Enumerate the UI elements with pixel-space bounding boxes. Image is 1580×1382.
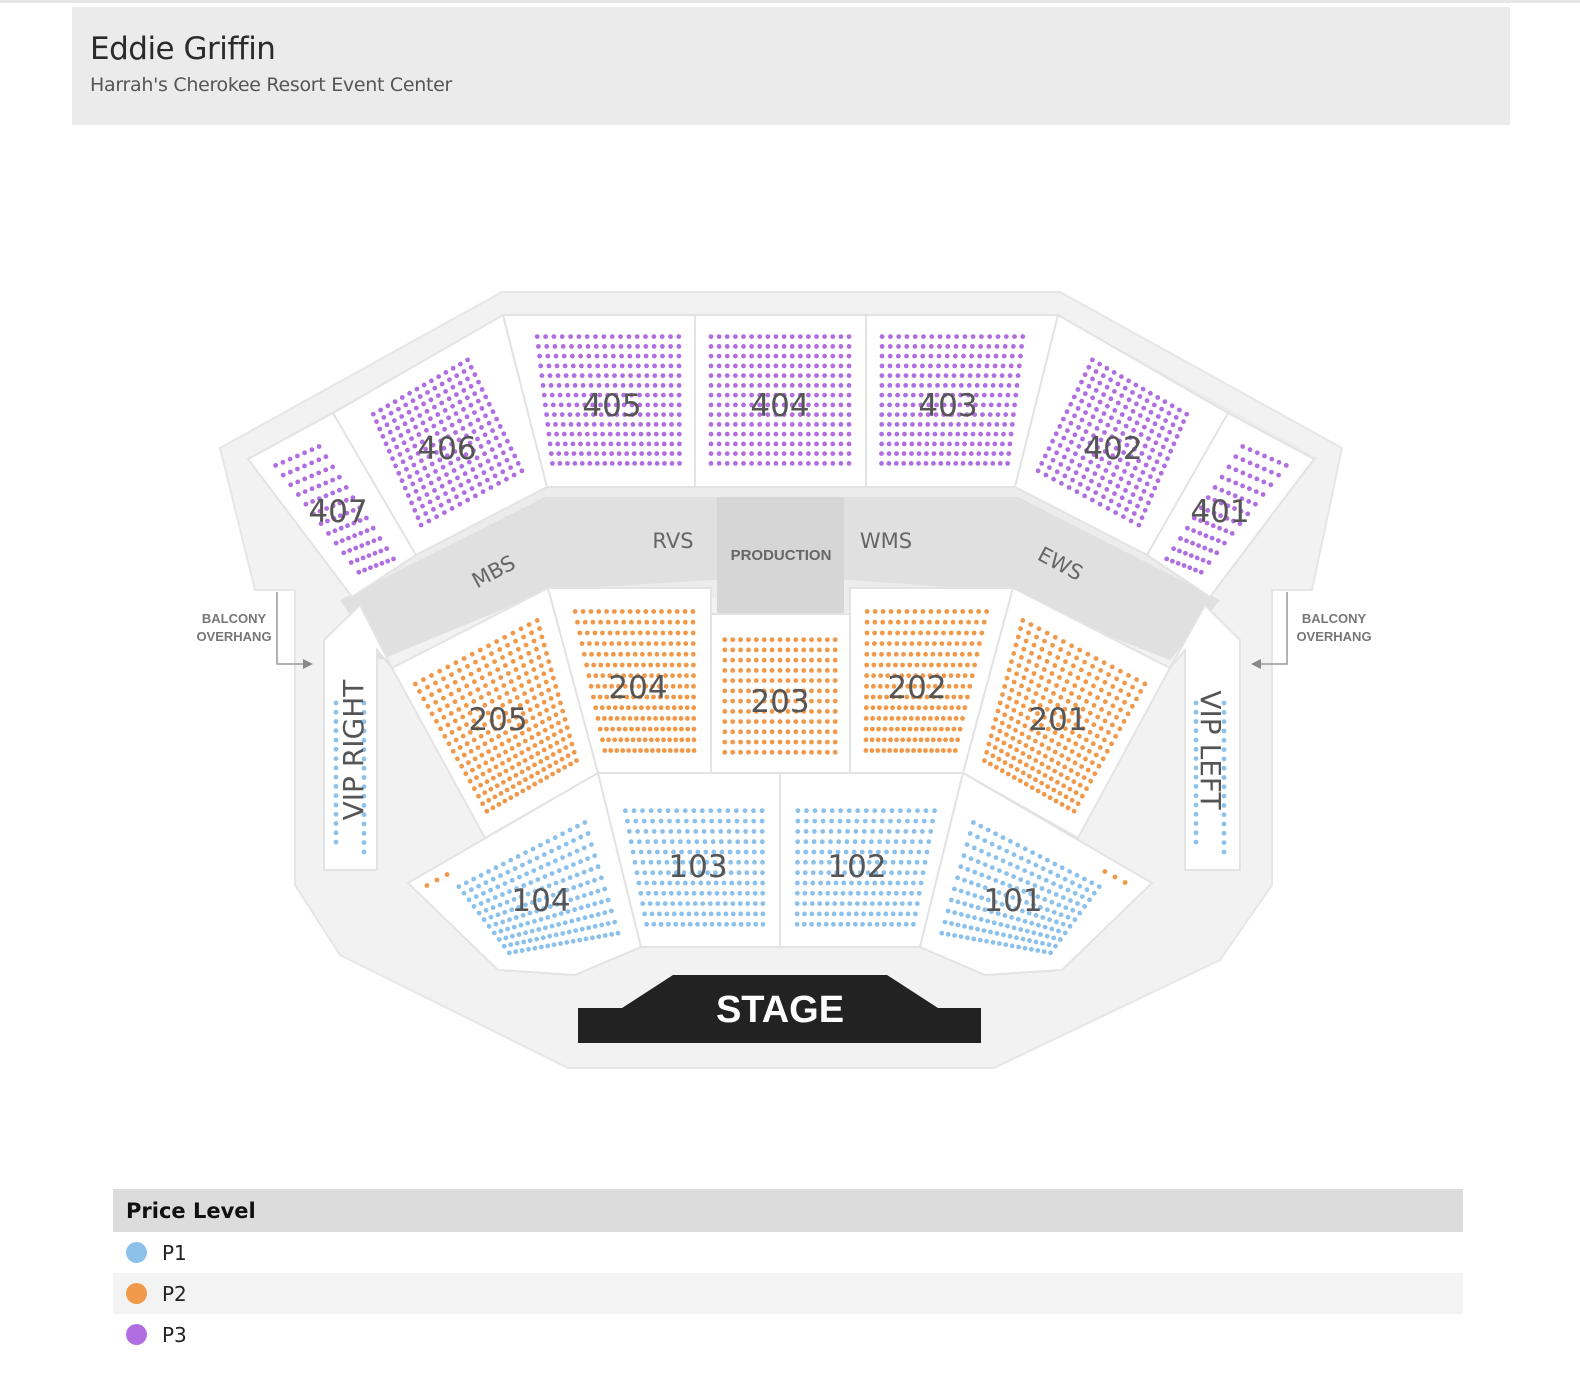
section-label-406: 406 (417, 431, 476, 467)
seat-dots (273, 334, 1289, 956)
legend-item-p2[interactable]: P2 (113, 1273, 1463, 1314)
legend-title: Price Level (126, 1198, 256, 1223)
section-vip-right[interactable] (323, 603, 393, 871)
section-label-205: 205 (468, 702, 527, 738)
section-label-103: 103 (668, 849, 727, 885)
area-label-wms: WMS (860, 529, 912, 553)
legend-label-p3: P3 (162, 1322, 187, 1347)
event-header: Eddie Griffin Harrah's Cherokee Resort E… (72, 7, 1510, 125)
legend-header: Price Level (113, 1189, 1463, 1232)
top-divider (0, 0, 1580, 3)
venue-name: Harrah's Cherokee Resort Event Center (90, 74, 453, 96)
section-label-204: 204 (608, 670, 667, 706)
p3-swatch-icon (126, 1324, 147, 1345)
balcony-left-label-line2: OVERHANG (196, 629, 271, 644)
balcony-left-label-line1: BALCONY (202, 611, 267, 626)
section-label-202: 202 (887, 670, 946, 706)
section-label-vip-right: VIP RIGHT (337, 679, 370, 821)
stage[interactable] (578, 975, 981, 1043)
legend-item-p3[interactable]: P3 (113, 1314, 1463, 1355)
balcony-left-pointer (276, 592, 310, 665)
section-label-402: 402 (1083, 431, 1142, 467)
seat-map-svg: 407 406 405 404 403 402 401 205 204 203 … (196, 291, 1372, 1069)
stage-label: STAGE (716, 989, 844, 1031)
section-label-405: 405 (582, 388, 641, 424)
p1-swatch-icon (126, 1242, 147, 1263)
section-label-201: 201 (1028, 702, 1087, 738)
section-101[interactable] (918, 771, 1154, 977)
section-label-203: 203 (750, 684, 809, 720)
price-legend: Price Level P1 P2 P3 (113, 1189, 1463, 1355)
balcony-left-arrow-icon (303, 659, 313, 669)
event-title: Eddie Griffin (90, 31, 276, 67)
section-label-403: 403 (918, 388, 977, 424)
area-label-rvs: RVS (652, 529, 693, 553)
section-label-vip-left: VIP LEFT (1194, 690, 1227, 810)
section-label-407: 407 (308, 494, 367, 530)
p2-swatch-icon (126, 1283, 147, 1304)
legend-item-p1[interactable]: P1 (113, 1232, 1463, 1273)
section-label-404: 404 (750, 388, 809, 424)
section-label-104: 104 (511, 883, 570, 919)
legend-label-p1: P1 (162, 1240, 187, 1265)
area-label-production: PRODUCTION (731, 547, 832, 564)
section-label-101: 101 (983, 883, 1042, 919)
balcony-right-label-line2: OVERHANG (1296, 629, 1371, 644)
legend-label-p2: P2 (162, 1281, 187, 1306)
section-label-401: 401 (1190, 494, 1249, 530)
balcony-right-label-line1: BALCONY (1302, 611, 1367, 626)
section-label-102: 102 (827, 849, 886, 885)
production-area (717, 497, 844, 613)
balcony-right-pointer (1254, 592, 1288, 665)
balcony-right-arrow-icon (1251, 659, 1261, 669)
